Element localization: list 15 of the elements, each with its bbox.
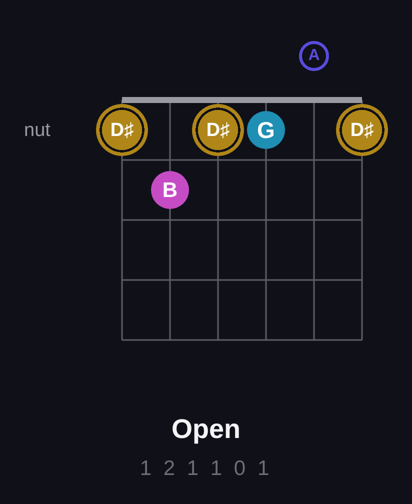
note-name: G: [257, 118, 275, 142]
finger-numbers: 1 2 1 1 0 1: [140, 458, 272, 479]
note-name: D♯: [110, 120, 134, 140]
open-string-marker: [299, 41, 329, 71]
note-name: A: [308, 48, 320, 64]
root-note-marker: [192, 104, 244, 156]
note-name: B: [162, 180, 178, 200]
chord-title: Open: [170, 416, 242, 443]
note-name: D♯: [206, 120, 230, 140]
note-marker: [151, 171, 189, 209]
note-name: D♯: [350, 120, 374, 140]
root-note-marker: [336, 104, 388, 156]
note-marker: [247, 111, 285, 149]
root-note-marker: [96, 104, 148, 156]
nut-label: nut: [24, 121, 50, 140]
